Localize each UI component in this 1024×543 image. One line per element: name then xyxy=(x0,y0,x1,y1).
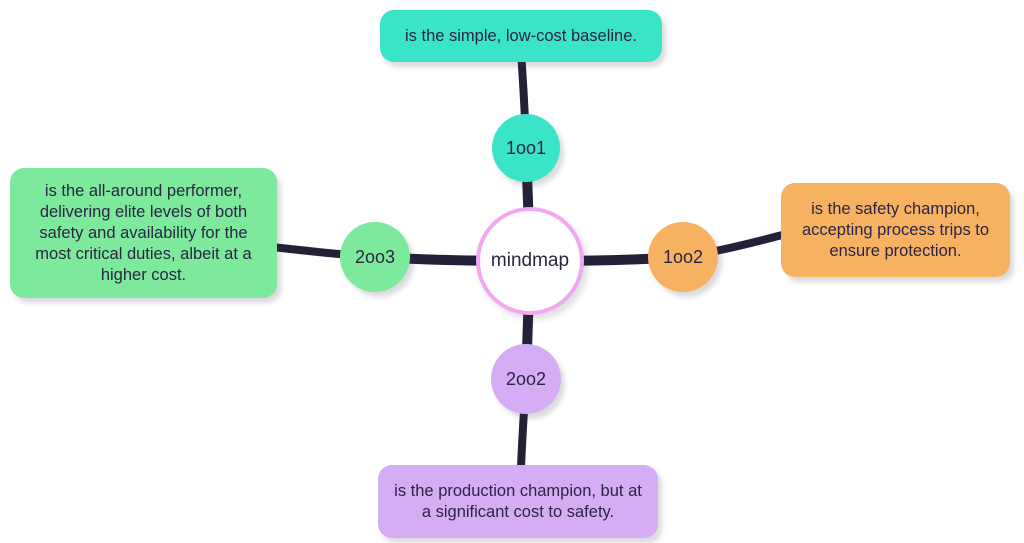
branch-description-2oo3-text: is the all-around performer, delivering … xyxy=(35,181,252,284)
branch-node-1oo2: 1oo2 xyxy=(648,222,718,292)
branch-node-2oo2-label: 2oo2 xyxy=(505,368,547,389)
branch-description-1oo2-text: is the safety champion, accepting proces… xyxy=(801,199,990,260)
branch-description-2oo3: is the all-around performer, delivering … xyxy=(10,168,277,298)
branch-node-2oo3-label: 2oo3 xyxy=(354,246,396,267)
branch-description-1oo2: is the safety champion, accepting proces… xyxy=(781,183,1010,277)
branch-description-1oo1: is the simple, low-cost baseline. xyxy=(380,10,662,62)
branch-node-2oo3: 2oo3 xyxy=(340,222,410,292)
root-node-label: mindmap xyxy=(490,250,570,271)
branch-node-2oo2: 2oo2 xyxy=(491,344,561,414)
branch-node-1oo2-label: 1oo2 xyxy=(662,246,704,267)
root-node-mindmap: mindmap xyxy=(476,207,584,315)
branch-node-1oo1-label: 1oo1 xyxy=(505,137,547,158)
branch-description-2oo2: is the production champion, but at a sig… xyxy=(378,465,658,538)
branch-node-1oo1: 1oo1 xyxy=(492,114,560,182)
branch-description-1oo1-text: is the simple, low-cost baseline. xyxy=(404,26,637,45)
branch-description-2oo2-text: is the production champion, but at a sig… xyxy=(394,481,642,521)
